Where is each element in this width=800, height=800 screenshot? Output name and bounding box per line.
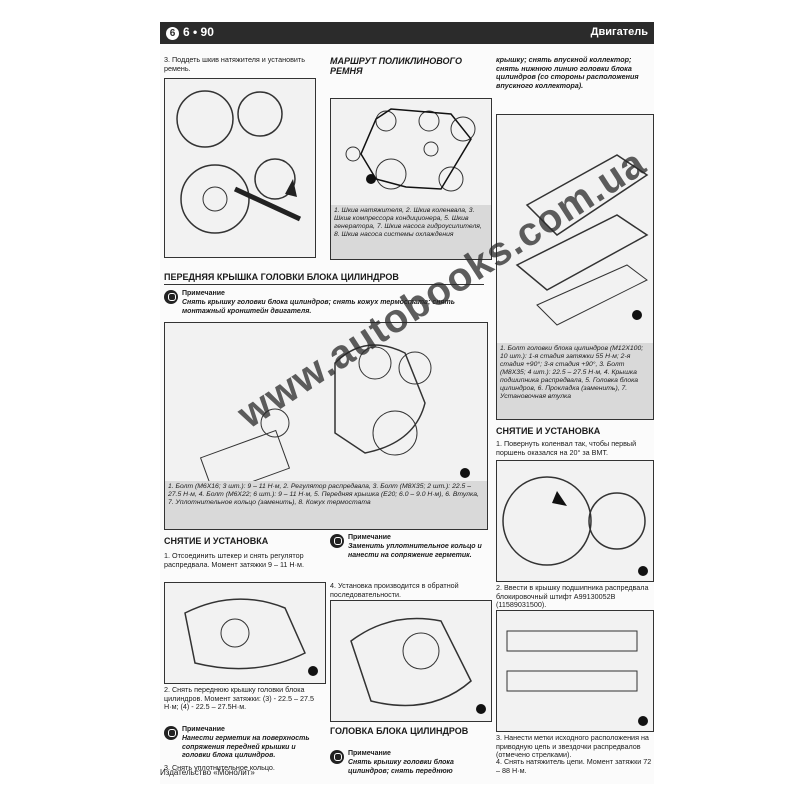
cylinder-head-figure: 1. Болт головки блока цилиндров (М12Х100… — [496, 114, 654, 420]
cam-regulator-drawing — [184, 598, 318, 676]
manual-page: 6 6 • 90 Двигатель 3. Поддеть шкив натяжи… — [160, 22, 654, 784]
left-removal-title: СНЯТИЕ И УСТАНОВКА — [164, 536, 269, 546]
tensioner-figure — [164, 78, 316, 258]
info-icon — [164, 726, 178, 740]
belt-route-figure: 1. Шкив натяжителя, 2. Шкив коленвала, 3… — [330, 98, 492, 260]
info-icon — [164, 290, 178, 304]
left-step2: 2. Снять переднюю крышку головки блока ц… — [164, 685, 314, 712]
note-oring: Примечание Заменить уплотнительное кольц… — [330, 534, 490, 576]
middle-step4: 4. Установка производится в обратной пос… — [330, 581, 459, 599]
note-text: Снять крышку головки блока цилиндров; сн… — [182, 299, 455, 315]
left-step3: 3. Снять уплотнительное кольцо. — [164, 763, 275, 772]
page-number-text: 6 • 90 — [183, 25, 214, 39]
section-divider — [164, 284, 484, 285]
note-title: Примечание — [348, 534, 391, 541]
camshaft-figure — [496, 610, 654, 732]
note-cylinder-head: Примечание Снять крышку головки блока ци… — [330, 750, 490, 780]
note-text: Нанести герметик на поверхность сопряжен… — [182, 735, 310, 759]
cam-regulator-figure — [164, 582, 326, 684]
front-cover-install-figure — [330, 600, 492, 722]
note-title: Примечание — [182, 290, 225, 297]
belt-route-caption: 1. Шкив натяжителя, 2. Шкив коленвала, 3… — [331, 205, 491, 259]
note-sealant: Примечание Нанести герметик на поверхнос… — [164, 726, 324, 760]
info-icon — [330, 750, 344, 764]
crankshaft-drawing — [502, 476, 648, 576]
note-front-cover: Примечание Снять крышку головки блока ци… — [164, 290, 484, 322]
front-cover-install-drawing — [350, 617, 486, 714]
right-removal-title: СНЯТИЕ И УСТАНОВКА — [496, 426, 601, 436]
front-cover-caption: 1. Болт (М6Х16; 3 шт.): 9 – 11 Н·м, 2. Р… — [165, 481, 487, 529]
page-header: 6 6 • 90 Двигатель — [160, 22, 654, 44]
front-cover-drawing — [199, 344, 470, 497]
belt-route-drawing — [345, 108, 476, 192]
right-step3: 3. Нанести метки исходного расположения … — [496, 733, 649, 760]
note-text: Снять крышку головки блока цилиндров; сн… — [348, 759, 454, 775]
right-step4: 4. Снять натяжитель цепи. Момент затяжки… — [496, 757, 652, 775]
cylinder-head-caption: 1. Болт головки блока цилиндров (М12Х100… — [497, 343, 653, 419]
right-step2: 2. Ввести в крышку подшипника распредвал… — [496, 583, 649, 610]
crankshaft-figure — [496, 460, 654, 582]
info-icon — [330, 534, 344, 548]
tensioner-drawing — [176, 90, 302, 234]
right-intro: крышку; снять впускной коллектор; снять … — [496, 55, 639, 90]
camshaft-drawing — [506, 630, 648, 726]
page-number: 6 6 • 90 — [166, 25, 214, 40]
belt-route-title: МАРШРУТ ПОЛИКЛИНОВОГО РЕМНЯ — [330, 56, 462, 76]
note-text: Заменить уплотнительное кольцо и нанести… — [348, 543, 482, 559]
note-title: Примечание — [182, 726, 225, 733]
chapter-badge-icon: 6 — [166, 27, 179, 40]
cylinder-head-title: ГОЛОВКА БЛОКА ЦИЛИНДРОВ — [330, 726, 469, 736]
front-cover-section-title: ПЕРЕДНЯЯ КРЫШКА ГОЛОВКИ БЛОКА ЦИЛИНДРОВ — [164, 272, 399, 282]
chapter-title: Двигатель — [590, 26, 648, 38]
left-step1: 1. Отсоединить штекер и снять регулятор … — [164, 551, 304, 569]
right-step1: 1. Повернуть коленвал так, чтобы первый … — [496, 439, 637, 457]
cylinder-head-drawing — [515, 154, 649, 326]
left-step3-top: 3. Поддеть шкив натяжителя и установить … — [164, 55, 305, 73]
front-cover-figure: 1. Болт (М6Х16; 3 шт.): 9 – 11 Н·м, 2. Р… — [164, 322, 488, 530]
publisher-footer: Издательство «Монолит» — [160, 768, 255, 777]
note-title: Примечание — [348, 750, 391, 757]
